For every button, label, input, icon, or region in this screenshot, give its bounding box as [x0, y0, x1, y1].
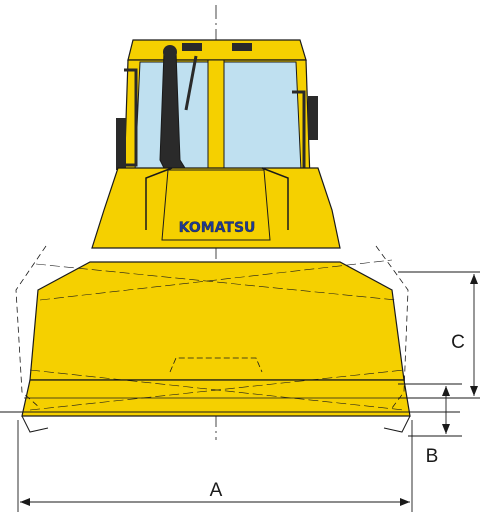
hood-center-panel: [161, 169, 271, 241]
arrow-b-bottom: [442, 424, 450, 434]
arrow-a-right: [400, 498, 410, 506]
dozer-blade: [15, 245, 411, 433]
blade-diagonal-4: [29, 369, 405, 411]
arrowheads: [20, 274, 478, 506]
left-handrail: [124, 68, 138, 167]
dimension-label-c: C: [451, 332, 465, 353]
brand-logo: KOMATSU: [179, 220, 256, 236]
left-mirror: [116, 118, 126, 170]
tip-right: [383, 415, 411, 433]
wiper-arm: [184, 55, 198, 111]
tip-left: [21, 415, 49, 433]
grab-handle-left: [145, 167, 173, 230]
blade-wing-right-dashed: [375, 245, 409, 409]
roof-light-left: [182, 43, 202, 51]
blade-diagonal-1: [39, 259, 393, 301]
engine-hood: KOMATSU: [91, 167, 341, 249]
blade-wing-left-dashed: [15, 245, 47, 409]
arrow-c-top: [470, 274, 478, 284]
arrow-c-bottom: [470, 386, 478, 396]
cab-roof: [127, 39, 307, 61]
dimension-lines: [0, 271, 480, 512]
blade-upper: [29, 261, 405, 381]
stack-cap: [163, 45, 177, 59]
arrow-a-left: [20, 498, 30, 506]
arrow-b-top: [442, 386, 450, 396]
blade-center-dashed: [169, 357, 263, 373]
right-mirror: [308, 96, 318, 140]
blade-diagonal-2: [35, 263, 397, 301]
dimension-label-b: B: [426, 446, 439, 467]
roof-light-right: [232, 43, 252, 51]
dimension-label-a: A: [210, 480, 223, 501]
grab-handle-right: [261, 167, 289, 230]
